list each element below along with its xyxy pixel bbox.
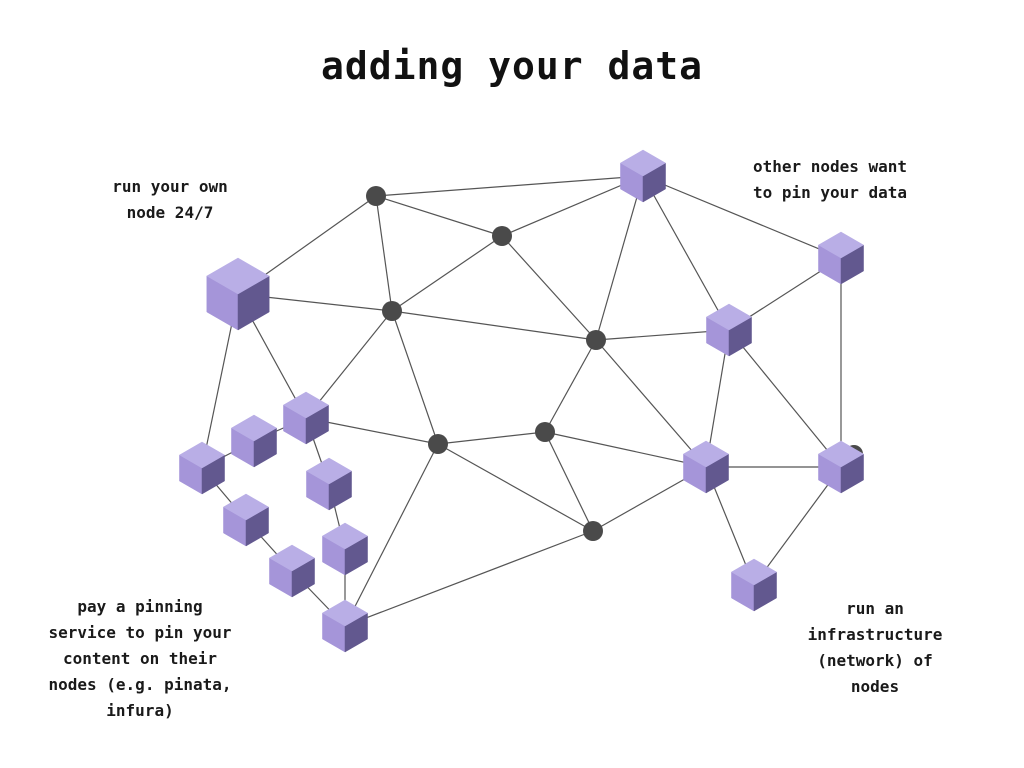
- hub-node: [535, 422, 555, 442]
- cube-node: [705, 303, 753, 357]
- network-edge: [595, 175, 644, 341]
- cube-node: [268, 544, 316, 598]
- network-edge: [544, 431, 707, 468]
- cube-node: [682, 440, 730, 494]
- cube-top-face: [321, 522, 369, 550]
- hub-node: [382, 301, 402, 321]
- cube-node: [817, 231, 865, 285]
- network-edge: [391, 310, 439, 445]
- network-edge: [344, 443, 439, 627]
- cube-node: [305, 457, 353, 511]
- network-edge: [344, 530, 594, 627]
- cube-top-face: [305, 457, 353, 485]
- network-edge: [437, 443, 594, 532]
- hub-node: [583, 521, 603, 541]
- cube-top-face: [730, 558, 778, 586]
- cube-top-face: [817, 231, 865, 259]
- network-edge: [595, 339, 707, 468]
- network-edge: [501, 235, 597, 341]
- cube-node: [178, 441, 226, 495]
- network-edge: [375, 195, 393, 312]
- cube-node: [730, 558, 778, 612]
- network-edge: [501, 175, 644, 237]
- network-edge: [375, 175, 644, 197]
- network-edge: [642, 175, 842, 259]
- network-edge: [437, 431, 546, 445]
- cube-node: [817, 440, 865, 494]
- cube-node: [222, 493, 270, 547]
- cube-top-face: [321, 599, 369, 627]
- cube-node: [282, 391, 330, 445]
- cube-top-face: [705, 303, 753, 331]
- cube-node: [321, 599, 369, 653]
- hub-node: [492, 226, 512, 246]
- cube-node: [619, 149, 667, 203]
- cube-top-face: [178, 441, 226, 469]
- cube-top-face: [817, 440, 865, 468]
- cube-top-face: [222, 493, 270, 521]
- hub-node: [366, 186, 386, 206]
- hub-node: [428, 434, 448, 454]
- network-edge: [642, 175, 730, 331]
- page-title: adding your data: [320, 44, 704, 88]
- cube-node: [230, 414, 278, 468]
- network-edge: [375, 195, 503, 237]
- network-edge: [753, 466, 842, 586]
- cube-top-face: [230, 414, 278, 442]
- network-edge: [391, 310, 597, 341]
- network-edge: [391, 235, 503, 312]
- cube-top-face: [206, 257, 270, 295]
- cube-top-face: [619, 149, 667, 177]
- caption-run-own-node: run your own node 24/7: [112, 177, 228, 222]
- network-edge: [544, 339, 597, 433]
- caption-infrastructure: run an infrastructure (network) of nodes: [807, 599, 943, 696]
- caption-other-nodes: other nodes want to pin your data: [752, 157, 908, 202]
- network-edge: [728, 329, 842, 468]
- hub-node: [586, 330, 606, 350]
- cube-top-face: [682, 440, 730, 468]
- cube-node: [321, 522, 369, 576]
- cube-node: [206, 257, 270, 331]
- cube-top-face: [268, 544, 316, 572]
- cube-top-face: [282, 391, 330, 419]
- network-edge: [544, 431, 594, 532]
- caption-pinning-service: pay a pinning service to pin your conten…: [48, 597, 232, 720]
